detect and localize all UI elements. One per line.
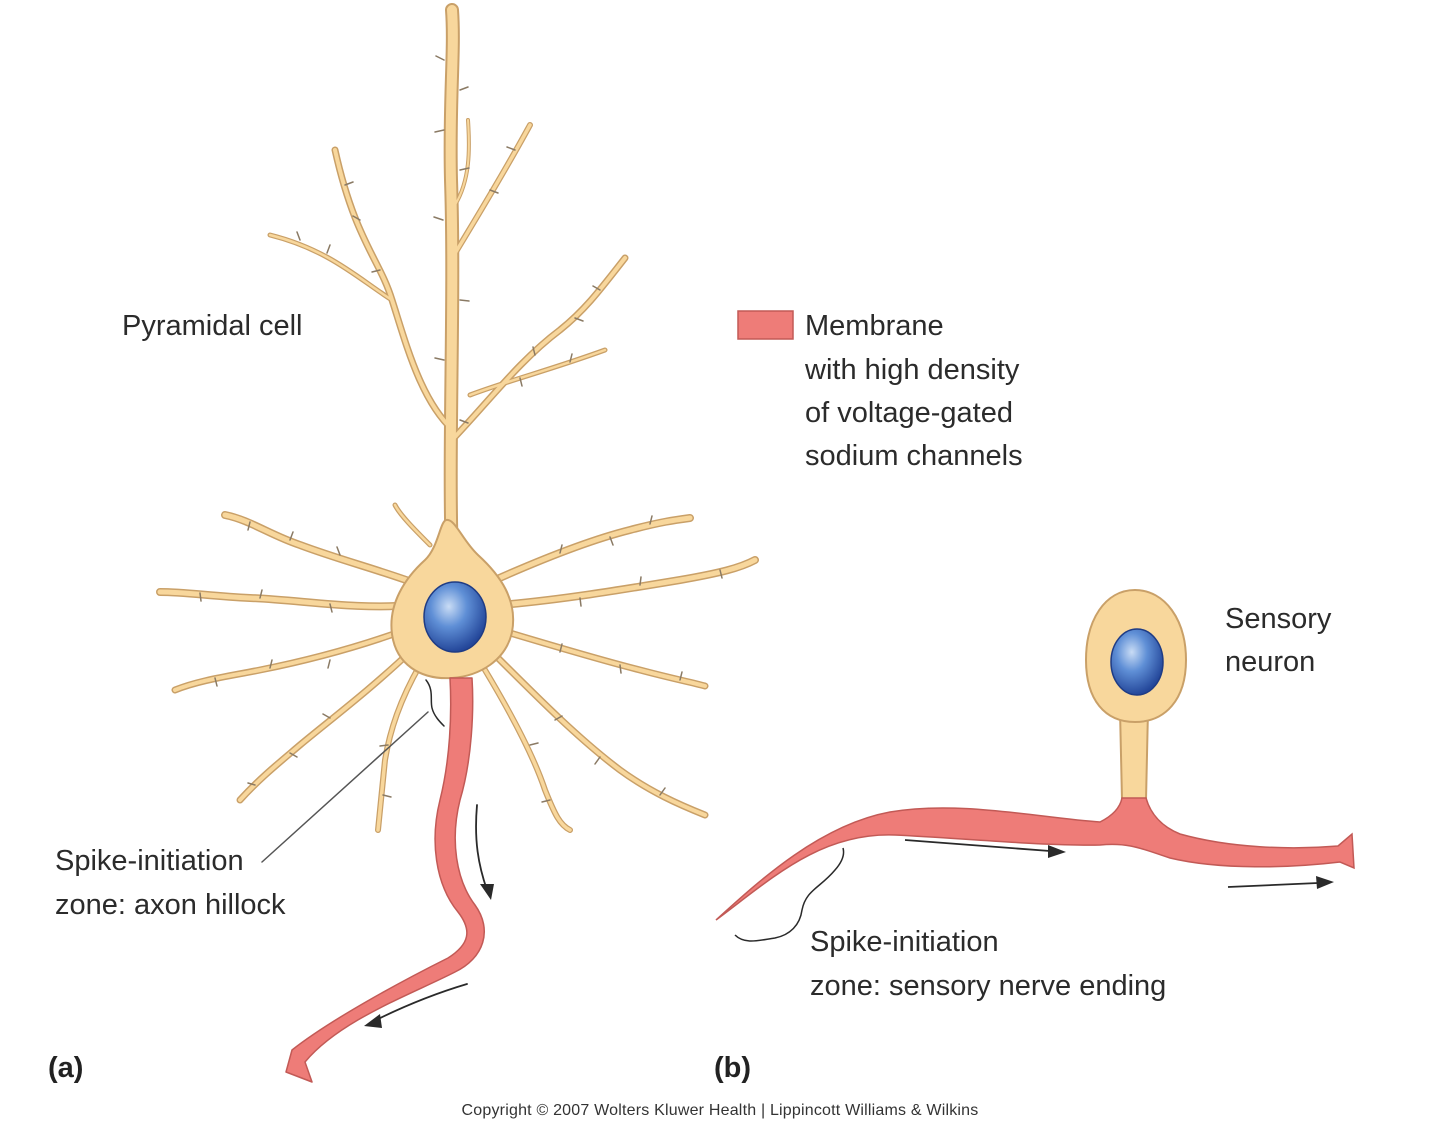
spike-initiation-a-line-1: Spike-initiation <box>55 845 244 877</box>
dendrites <box>157 5 758 832</box>
copyright-notice: Copyright © 2007 Wolters Kluwer Health |… <box>461 1102 979 1119</box>
panel-b-label: (b) <box>714 1052 752 1084</box>
legend-line-4: sodium channels <box>805 440 1023 472</box>
dendritic-spines <box>199 55 723 803</box>
panel-a-label: (a) <box>48 1052 84 1084</box>
sensory-neuron-label-2: neuron <box>1225 646 1316 678</box>
sensory-neuron <box>715 588 1355 942</box>
sensory-bracket <box>734 847 845 942</box>
axon-hillock-pointer <box>261 711 429 863</box>
pyramidal-axon <box>285 677 485 1083</box>
pyramidal-nucleus <box>423 581 487 653</box>
sensory-stalk <box>1118 709 1150 801</box>
pyramidal-cell <box>156 3 759 1083</box>
sensory-axon <box>715 797 1355 921</box>
spike-initiation-b-line-2: zone: sensory nerve ending <box>810 970 1167 1002</box>
legend-line-3: of voltage-gated <box>805 397 1013 429</box>
arrowhead <box>1048 845 1066 858</box>
legend-line-1: Membrane <box>805 310 944 342</box>
arrowhead <box>1316 876 1334 889</box>
axon-hillock-bracket <box>425 679 445 727</box>
legend-swatch <box>737 310 794 340</box>
spike-initiation-a-line-2: zone: axon hillock <box>55 889 286 921</box>
spike-initiation-b-line-1: Spike-initiation <box>810 926 999 958</box>
arrowhead <box>364 1014 382 1028</box>
arrowhead <box>480 884 494 900</box>
sensory-neuron-label-1: Sensory <box>1225 603 1332 635</box>
sensory-arrows <box>904 839 1319 888</box>
sensory-nucleus <box>1110 628 1164 696</box>
legend-line-2: with high density <box>805 354 1020 386</box>
pyramidal-cell-label: Pyramidal cell <box>122 310 303 342</box>
